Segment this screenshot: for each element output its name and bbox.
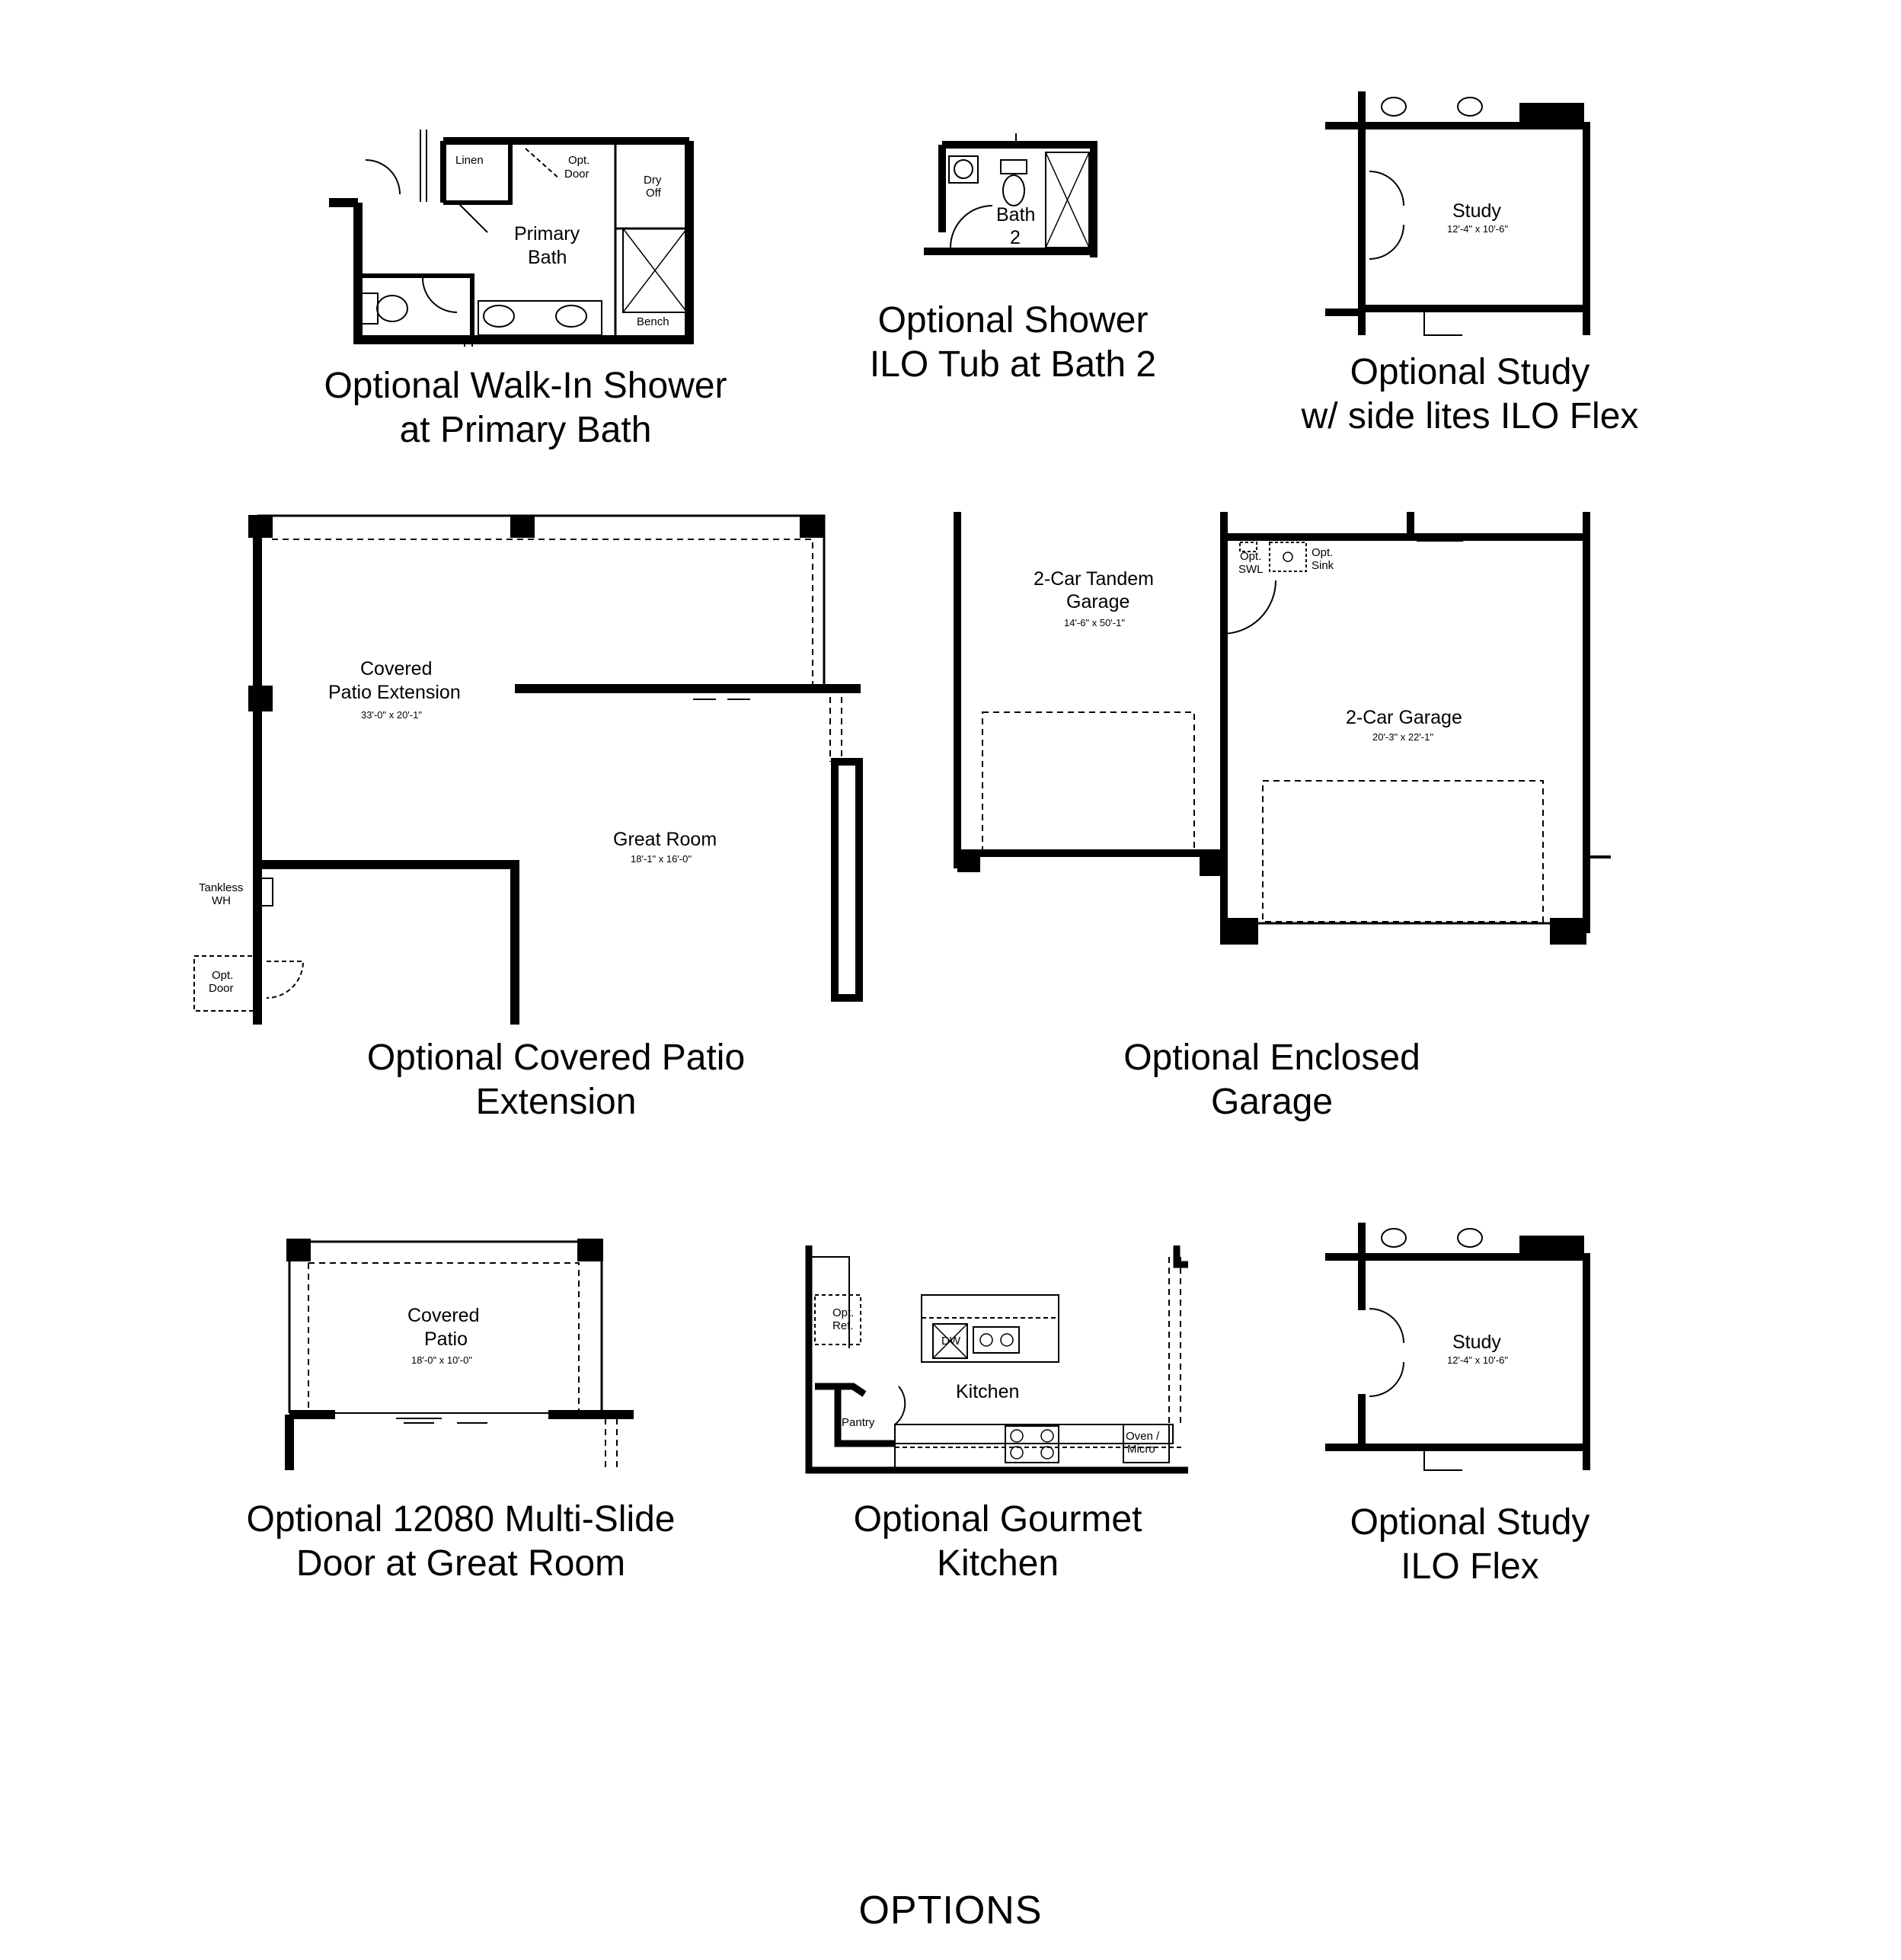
opt-sink-label-2: Sink [1312,559,1334,572]
oven-label: Oven / [1126,1430,1160,1443]
page-title: OPTIONS [858,1888,1043,1933]
caption-line: ILO Tub at Bath 2 [869,344,1157,385]
primary-bath-label-2: Bath [528,247,567,268]
caption-line: Optional Shower [877,300,1149,341]
opt-door-label-patio: Opt. [212,969,233,982]
great-room-label: Great Room [613,829,717,850]
caption-line: Optional Gourmet [853,1499,1142,1540]
tandem-label-2: Garage [1066,591,1129,612]
opt-ref-label-2: Ref. [832,1319,854,1332]
covered-patio-label: Covered [407,1305,480,1326]
caption-walk-in-shower: Optional Walk-In Shower at Primary Bath [305,364,746,452]
tandem-dim: 14'-6" x 50'-1" [1064,617,1125,628]
study-flex-dim: 12'-4" x 10'-6" [1447,1354,1508,1366]
study-dim: 12'-4" x 10'-6" [1447,223,1508,235]
pantry-label: Pantry [842,1416,875,1429]
covered-patio-extension-plan: Covered Patio Extension 33'-0" x 20'-1" … [193,514,863,1025]
study-plan: Study 12'-4" x 10'-6" [1325,1223,1590,1471]
caption-line: Garage [1210,1082,1334,1122]
caption-line: Kitchen [936,1543,1059,1584]
oven-label-2: Micro [1127,1443,1155,1456]
tandem-label: 2-Car Tandem [1034,568,1154,590]
caption-line: Door at Great Room [296,1543,626,1584]
opt-door-label: Opt. [568,154,589,167]
caption-multi-slide: Optional 12080 Multi-Slide Door at Great… [228,1498,693,1586]
bath2-label-2: 2 [1010,227,1021,248]
caption-line: Optional Enclosed [1123,1038,1420,1078]
study-label: Study [1452,200,1501,222]
opt-door-label-2: Door [564,168,589,181]
opt-swl-label-2: SWL [1238,563,1264,576]
great-room-dim: 18'-1" x 16'-0" [631,853,692,865]
gourmet-kitchen-plan: Kitchen Opt. Ref. DW Pantry Oven / Micro [805,1245,1188,1474]
caption-line: Extension [475,1082,637,1122]
caption-study: Optional Study ILO Flex [1318,1501,1622,1589]
caption-line: at Primary Bath [399,410,652,450]
caption-line: Optional 12080 Multi-Slide [246,1499,676,1540]
caption-line: Optional Study [1350,1502,1590,1543]
study-side-lites-plan: Study 12'-4" x 10'-6" [1325,91,1590,336]
opt-swl-label: Opt. [1240,550,1261,563]
caption-line: ILO Flex [1401,1546,1539,1587]
tankless-label-2: WH [212,894,231,907]
study-flex-label: Study [1452,1332,1501,1353]
walk-in-shower-plan: Linen Opt. Door Primary Bath Dry Off Ben… [329,129,694,347]
enclosed-garage-plan: 2-Car Tandem Garage 14'-6" x 50'-1" 2-Ca… [954,512,1611,945]
shower-bath2-plan: Bath 2 [924,133,1097,257]
primary-bath-label: Primary [514,223,580,245]
multi-slide-plan: Covered Patio 18'-0" x 10'-0" [285,1239,634,1470]
caption-line: Optional Walk-In Shower [324,366,727,406]
bench-label: Bench [637,315,669,328]
linen-label: Linen [455,154,484,167]
opt-ref-label: Opt. [832,1306,854,1319]
patio-ext-label: Covered [360,658,433,679]
dw-label: DW [941,1335,961,1348]
tankless-label: Tankless [199,881,243,894]
caption-study-side-lites: Optional Study w/ side lites ILO Flex [1272,350,1668,439]
garage-dim: 20'-3" x 22'-1" [1372,731,1433,743]
patio-ext-dim: 33'-0" x 20'-1" [361,709,422,721]
caption-line: w/ side lites ILO Flex [1301,396,1639,436]
bath2-label: Bath [996,204,1035,225]
caption-line: Optional Study [1350,352,1590,392]
caption-covered-patio-ext: Optional Covered Patio Extension [335,1036,777,1124]
opt-sink-label: Opt. [1312,546,1333,559]
covered-patio-dim: 18'-0" x 10'-0" [411,1354,472,1366]
caption-enclosed-garage: Optional Enclosed Garage [1089,1036,1455,1124]
dry-off-label-2: Off [646,187,662,200]
garage-label: 2-Car Garage [1346,707,1462,728]
opt-door-label-patio-2: Door [209,982,234,995]
caption-line: Optional Covered Patio [366,1038,746,1078]
kitchen-label: Kitchen [956,1381,1019,1402]
caption-shower-bath2: Optional Shower ILO Tub at Bath 2 [838,299,1188,387]
caption-gourmet-kitchen: Optional Gourmet Kitchen [830,1498,1165,1586]
dry-off-label: Dry [644,174,662,187]
covered-patio-label-2: Patio [424,1329,468,1350]
patio-ext-label-2: Patio Extension [328,682,461,703]
